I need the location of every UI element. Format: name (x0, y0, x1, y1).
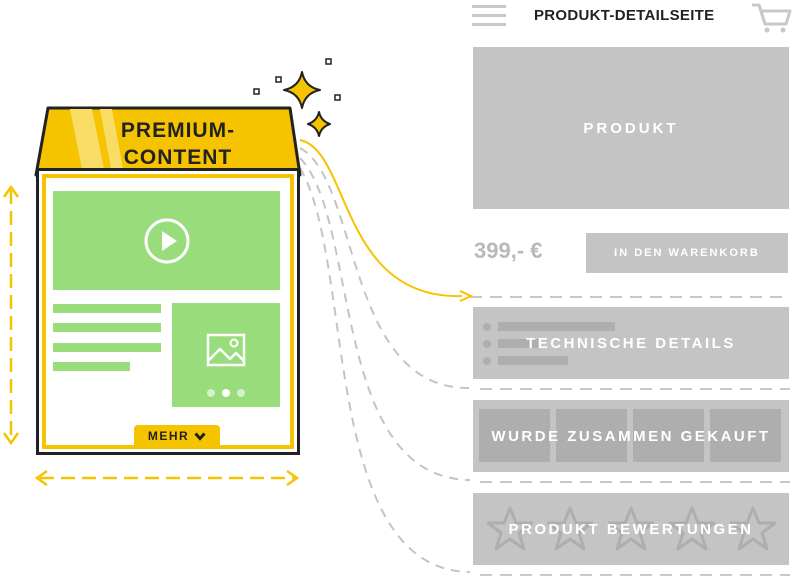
add-to-cart-button[interactable]: IN DEN WARENKORB (586, 233, 788, 273)
bullet (483, 340, 491, 348)
image-icon (206, 333, 246, 367)
product-tile (556, 409, 627, 462)
section-reviews: PRODUKT BEWERTUNGEN (473, 493, 789, 565)
placeholder-line (498, 322, 615, 331)
premium-label-line2: CONTENT (123, 146, 233, 169)
connector-line (299, 167, 471, 573)
connector-line (299, 147, 471, 390)
menu-bar (472, 23, 506, 26)
section-separators (470, 296, 790, 576)
placeholder-line (498, 339, 540, 348)
menu-bar (472, 14, 506, 17)
section-technical-details: TECHNISCHE DETAILS (473, 307, 789, 379)
bullet (483, 357, 491, 365)
product-price: 399,- € (474, 238, 543, 263)
sparkle-dots (253, 58, 341, 101)
bullet (483, 323, 491, 331)
premium-label-line1: PREMIUM- (120, 119, 236, 142)
section-bought-together: WURDE ZUSAMMEN GEKAUFT (473, 400, 789, 472)
star-icon (669, 506, 715, 551)
product-image-placeholder: PRODUKT (473, 47, 789, 209)
carousel-dot[interactable] (207, 389, 215, 397)
star-icon (547, 506, 593, 551)
page-title: PRODUKT-DETAILSEITE (534, 7, 715, 24)
play-icon[interactable] (143, 217, 191, 265)
star-icon (487, 506, 533, 551)
text-placeholder-line (53, 343, 161, 352)
menu-bar (472, 5, 506, 8)
menu-icon[interactable] (472, 4, 506, 26)
video-placeholder[interactable] (53, 191, 280, 290)
placement-connectors (299, 147, 471, 573)
sparkle-icon (283, 71, 331, 137)
text-placeholder-line (53, 323, 161, 332)
star-icon (730, 506, 776, 551)
star-icon (608, 506, 654, 551)
cart-icon[interactable] (750, 0, 792, 34)
image-carousel-placeholder[interactable] (172, 303, 280, 407)
product-tile (710, 409, 781, 462)
more-button[interactable]: MEHR (134, 425, 220, 447)
card-frame (42, 174, 294, 449)
product-tile (633, 409, 704, 462)
arrow-head (459, 290, 474, 302)
width-dimension-arrow (34, 469, 300, 487)
height-dimension-arrow (2, 184, 20, 446)
carousel-dot-active[interactable] (222, 389, 230, 397)
chevron-down-icon (194, 431, 206, 441)
placeholder-line (498, 356, 568, 365)
product-tile (479, 409, 550, 462)
section-label: TECHNISCHE DETAILS (526, 334, 736, 352)
premium-awning (34, 106, 302, 177)
section-label: WURDE ZUSAMMEN GEKAUFT (491, 427, 771, 445)
text-placeholder-line (53, 362, 130, 371)
premium-content-label: PREMIUM- CONTENT (60, 117, 296, 171)
product-label: PRODUKT (583, 119, 679, 137)
connector-line (299, 157, 471, 481)
placement-arrow (299, 139, 463, 298)
carousel-dot[interactable] (237, 389, 245, 397)
text-placeholder-line (53, 304, 161, 313)
more-label: MEHR (147, 429, 190, 443)
section-label: PRODUKT BEWERTUNGEN (508, 520, 754, 538)
